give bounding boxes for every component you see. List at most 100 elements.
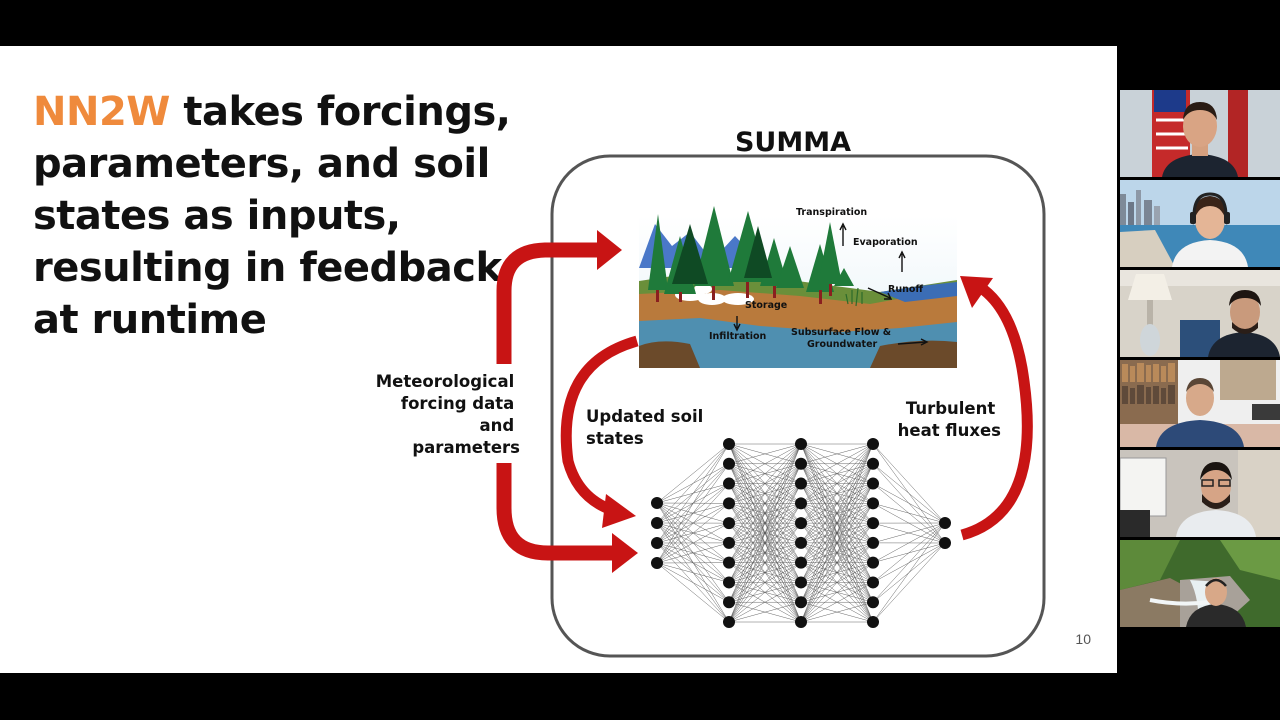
turbulent-heat-fluxes-line2: heat fluxes — [898, 421, 1002, 440]
nn-edge — [728, 443, 802, 544]
slide-page-number: 10 — [1075, 631, 1091, 647]
nn-edge — [656, 542, 730, 564]
neural-network-edges — [656, 443, 946, 623]
forcing-input-label-line3: and — [480, 416, 515, 435]
nn-edge — [800, 582, 874, 623]
nn-node-layer-1 — [651, 517, 663, 529]
nn-edge — [656, 443, 730, 504]
nn-edge — [728, 443, 802, 623]
forcing-input-label-line4: parameters — [412, 438, 520, 457]
title-text: takes forcings, parameters, and soil sta… — [33, 89, 511, 343]
nn-node-layer-2 — [723, 517, 735, 530]
nn-edge — [656, 443, 730, 544]
turbulent-heat-fluxes-arrow — [960, 276, 1033, 541]
nn-edge — [656, 562, 730, 623]
runoff-label: Runoff — [888, 284, 923, 295]
nn-edge — [656, 562, 730, 603]
neural-network-nodes — [651, 438, 951, 628]
participant-video-tile-3[interactable] — [1120, 270, 1280, 357]
subsurface-label-line2: Groundwater — [807, 339, 878, 350]
nn-edge — [800, 463, 874, 623]
hydrology-scene: Transpiration Evaporation Runoff Storage… — [639, 206, 957, 368]
nn-edge — [800, 562, 874, 623]
nn-node-layer-4 — [867, 576, 879, 589]
participant-video-tile-1[interactable] — [1120, 90, 1280, 177]
participant-video-tile-4[interactable] — [1120, 360, 1280, 447]
nn-edge — [800, 443, 874, 544]
presentation-slide: NN2W takes forcings, parameters, and soi… — [0, 46, 1117, 673]
nn-edge — [800, 483, 874, 623]
nn-node-layer-2 — [723, 497, 735, 510]
updated-soil-states-line2: states — [586, 429, 644, 448]
nn-node-layer-3 — [795, 536, 807, 549]
nn-node-layer-3 — [795, 438, 807, 450]
turbulent-heat-fluxes-line1: Turbulent — [906, 399, 995, 418]
turbulent-heat-fluxes-label: Turbulent heat fluxes — [898, 399, 1002, 440]
nn-node-layer-2 — [723, 536, 735, 549]
participant-video-tile-2[interactable] — [1120, 180, 1280, 267]
nn-node-layer-3 — [795, 457, 807, 470]
nn-node-layer-2 — [723, 438, 735, 450]
nn-node-layer-4 — [867, 536, 879, 549]
updated-soil-states-label: Updated soil states — [586, 407, 709, 448]
nn-edge — [872, 463, 946, 524]
nn-edge — [728, 483, 802, 623]
nn-edge — [872, 443, 946, 524]
infiltration-label: Infiltration — [709, 331, 767, 342]
nn-edge — [800, 443, 874, 484]
nn-edge — [872, 483, 946, 524]
updated-soil-states-arrow — [560, 335, 639, 528]
nn-edge — [728, 443, 802, 524]
nn-edge — [728, 443, 802, 583]
nn-node-layer-3 — [795, 556, 807, 569]
nn-edge — [800, 522, 874, 623]
nn-edge — [800, 542, 874, 623]
participant-video-tile-5[interactable] — [1120, 450, 1280, 537]
nn-node-layer-2 — [723, 616, 735, 628]
slide-title: NN2W takes forcings, parameters, and soi… — [33, 86, 553, 346]
nn-edge — [656, 503, 730, 564]
nn-node-layer-2 — [723, 477, 735, 490]
nn-edge — [800, 443, 874, 583]
forcing-input-label-line1: Meteorological — [376, 372, 515, 391]
forcing-input-arrows — [496, 230, 638, 573]
nn-edge — [728, 503, 802, 623]
forcing-input-label: Meteorological forcing data and paramete… — [376, 372, 520, 457]
nn-node-layer-3 — [795, 616, 807, 628]
storage-label: Storage — [745, 300, 787, 311]
nn-edge — [728, 542, 802, 623]
nn-node-layer-4 — [867, 477, 879, 490]
nn-edge — [656, 522, 730, 564]
nn-edge — [728, 602, 802, 623]
subsurface-label-line1: Subsurface Flow & — [791, 327, 891, 338]
nn-node-layer-2 — [723, 556, 735, 569]
updated-soil-states-line1: Updated soil — [586, 407, 703, 426]
nn-node-layer-3 — [795, 576, 807, 589]
title-accent: NN2W — [33, 89, 170, 135]
nn-edge — [728, 443, 802, 484]
nn-node-layer-1 — [651, 497, 663, 509]
nn-edge — [728, 443, 802, 563]
nn-node-layer-3 — [795, 517, 807, 530]
nn-edge — [800, 443, 874, 603]
nn-edge — [800, 602, 874, 623]
nn-edge — [872, 522, 946, 603]
nn-edge — [728, 522, 802, 623]
nn-edge — [656, 443, 730, 524]
nn-edge — [800, 443, 874, 464]
nn-node-layer-4 — [867, 616, 879, 628]
participant-video-tile-6[interactable] — [1120, 540, 1280, 627]
nn-edge — [800, 443, 874, 623]
nn-node-layer-1 — [651, 557, 663, 569]
nn-edge — [872, 542, 946, 623]
nn-node-layer-4 — [867, 596, 879, 609]
nn-edge — [728, 562, 802, 623]
nn-node-layer-2 — [723, 576, 735, 589]
nn-node-layer-4 — [867, 497, 879, 510]
nn-node-layer-5 — [939, 517, 951, 529]
nn-node-layer-1 — [651, 537, 663, 549]
nn-edge — [728, 443, 802, 504]
nn-edge — [872, 503, 946, 524]
nn-edge — [728, 582, 802, 623]
forcing-input-label-line2: forcing data — [401, 394, 514, 413]
